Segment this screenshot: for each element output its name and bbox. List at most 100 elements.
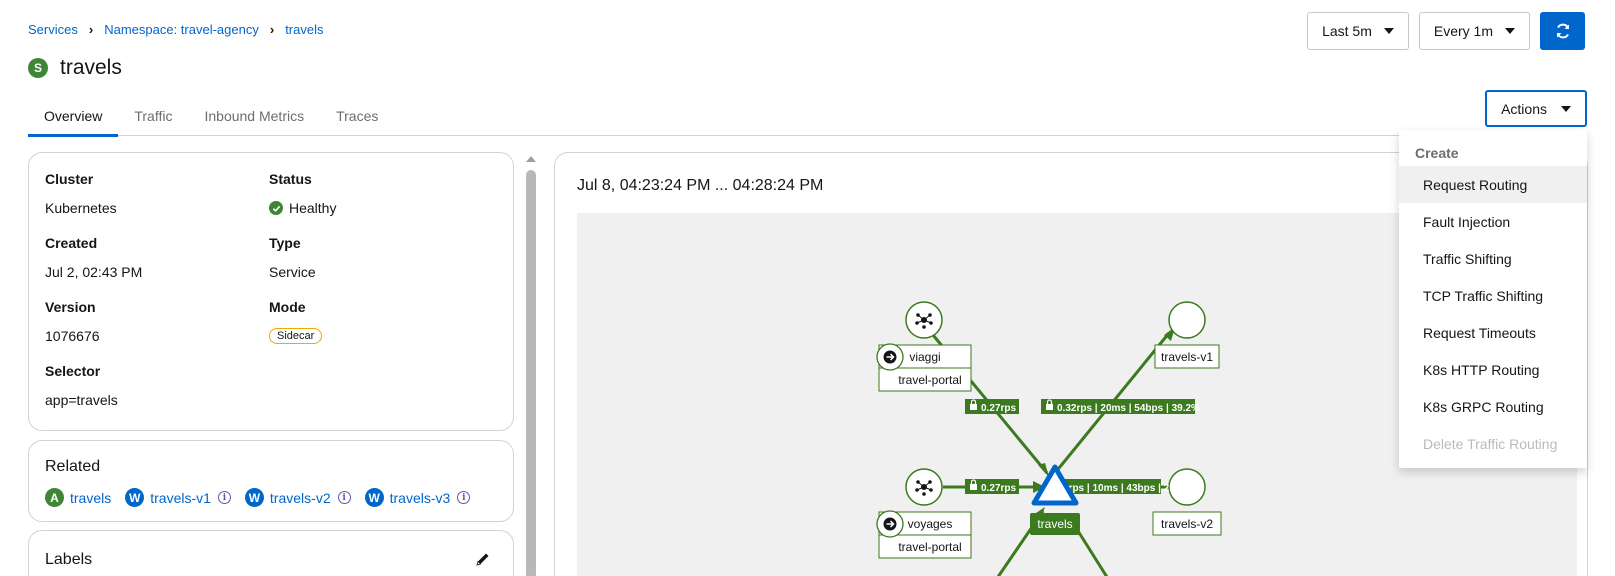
related-workload-travels-v2[interactable]: W travels-v2 i bbox=[244, 488, 351, 507]
edit-labels-button[interactable] bbox=[475, 551, 491, 572]
edge-label-travels-v1[interactable]: 0.32rps | 20ms | 54bps | 39.2% bbox=[1041, 399, 1200, 414]
breadcrumb-namespace-link[interactable]: Namespace: travel-agency bbox=[104, 22, 259, 37]
related-workload-travels-v3[interactable]: W travels-v3 i bbox=[364, 488, 471, 507]
travels-v2-label-box bbox=[1152, 511, 1222, 536]
menu-item-tcp-traffic-shifting[interactable]: TCP Traffic Shifting bbox=[1423, 287, 1544, 304]
workload-badge: W bbox=[244, 488, 264, 507]
travels-node-label-box bbox=[1030, 513, 1080, 535]
pencil-icon bbox=[476, 553, 489, 566]
tab-inbound-metrics[interactable]: Inbound Metrics bbox=[204, 108, 305, 124]
related-card: Related A travels W travels-v1 i W trave… bbox=[28, 440, 514, 522]
refresh-interval-select[interactable]: Every 1m bbox=[1418, 12, 1530, 50]
app-badge: A bbox=[45, 488, 64, 507]
tab-traffic[interactable]: Traffic bbox=[134, 108, 173, 124]
related-workload-travels-v1[interactable]: W travels-v1 i bbox=[125, 488, 231, 507]
type-value: Service bbox=[269, 264, 316, 280]
travels-v2-label: travels-v2 bbox=[1161, 517, 1213, 531]
refresh-button[interactable] bbox=[1540, 12, 1585, 50]
breadcrumb-separator-icon: › bbox=[269, 22, 275, 37]
duration-select-label: Last 5m bbox=[1322, 23, 1372, 39]
menu-item-fault-injection[interactable]: Fault Injection bbox=[1423, 213, 1511, 230]
travels-v1-node[interactable] bbox=[1168, 301, 1206, 339]
service-badge: S bbox=[28, 58, 48, 78]
related-title: Related bbox=[45, 458, 101, 475]
selector-value: app=travels bbox=[45, 392, 118, 408]
svg-text:0.27rps: 0.27rps bbox=[981, 403, 1016, 414]
sidecar-badge: Sidecar bbox=[269, 328, 323, 344]
svg-text:0.32rps | 20ms | 54bps | 39.2%: 0.32rps | 20ms | 54bps | 39.2% bbox=[1057, 403, 1200, 414]
version-field: Version 1076676 bbox=[45, 299, 100, 344]
travels-service-node[interactable] bbox=[1031, 464, 1079, 506]
breadcrumb-services-link[interactable]: Services bbox=[28, 22, 78, 37]
menu-item-k8s-grpc-routing[interactable]: K8s GRPC Routing bbox=[1423, 398, 1544, 415]
edge-label-travels-v2[interactable]: 4rps | 10ms | 43bps | 2 bbox=[1061, 479, 1170, 494]
actions-button-label: Actions bbox=[1501, 100, 1547, 117]
lock-icon bbox=[970, 404, 977, 410]
arrowhead-icon bbox=[1038, 463, 1049, 477]
created-label: Created bbox=[45, 235, 98, 251]
travels-v2-node[interactable] bbox=[1168, 468, 1206, 506]
time-controls: Last 5m Every 1m bbox=[1307, 12, 1585, 50]
status-value: Healthy bbox=[269, 200, 336, 216]
version-value: 1076676 bbox=[45, 328, 100, 344]
related-app-travels[interactable]: A travels bbox=[45, 488, 111, 507]
arrowhead-icon bbox=[1033, 481, 1045, 493]
graph-svg: viaggi travel-portal voyages travel-port… bbox=[876, 301, 1222, 576]
cluster-value: Kubernetes bbox=[45, 200, 117, 216]
refresh-interval-label: Every 1m bbox=[1433, 23, 1493, 39]
actions-button[interactable]: Actions bbox=[1485, 90, 1587, 127]
cluster-field: Cluster Kubernetes bbox=[45, 171, 117, 216]
related-list: A travels W travels-v1 i W travels-v2 i … bbox=[45, 488, 484, 507]
scrollbar-thumb[interactable] bbox=[526, 170, 536, 576]
edge-down-right[interactable] bbox=[1071, 522, 1117, 576]
graph-time-range: Jul 8, 04:23:24 PM ... 04:28:24 PM bbox=[577, 177, 824, 194]
travels-v1-label: travels-v1 bbox=[1161, 350, 1213, 364]
voyages-app-label: travel-portal bbox=[898, 540, 961, 554]
menu-item-request-routing[interactable]: Request Routing bbox=[1399, 166, 1587, 203]
voyages-node-label: voyages bbox=[908, 517, 953, 531]
status-field: Status Healthy bbox=[269, 171, 336, 216]
status-label: Status bbox=[269, 171, 312, 187]
related-link[interactable]: travels-v2 bbox=[269, 489, 331, 506]
selector-label: Selector bbox=[45, 363, 101, 379]
scroll-up-arrow-icon[interactable] bbox=[526, 156, 536, 162]
info-icon[interactable]: i bbox=[337, 491, 351, 504]
menu-item-traffic-shifting[interactable]: Traffic Shifting bbox=[1423, 250, 1512, 267]
mode-label: Mode bbox=[269, 299, 306, 315]
mode-field: Mode Sidecar bbox=[269, 299, 323, 344]
created-field: Created Jul 2, 02:43 PM bbox=[45, 235, 142, 280]
related-link[interactable]: travels bbox=[70, 489, 112, 506]
edge-label-viaggi[interactable]: 0.27rps bbox=[965, 399, 1019, 414]
svg-text:0.27rps: 0.27rps bbox=[981, 483, 1016, 494]
labels-title: Labels bbox=[45, 551, 93, 568]
type-field: Type Service bbox=[269, 235, 316, 280]
status-text: Healthy bbox=[289, 200, 337, 216]
lock-icon bbox=[970, 484, 977, 490]
edge-label-voyages[interactable]: 0.27rps bbox=[965, 479, 1019, 494]
svg-text:4rps | 10ms | 43bps | 2: 4rps | 10ms | 43bps | 2 bbox=[1063, 483, 1170, 494]
viaggi-app-label: travel-portal bbox=[898, 373, 961, 387]
duration-select[interactable]: Last 5m bbox=[1307, 12, 1409, 50]
caret-down-icon bbox=[1561, 105, 1571, 112]
menu-item-request-timeouts[interactable]: Request Timeouts bbox=[1423, 324, 1536, 341]
breadcrumb-service-link[interactable]: travels bbox=[285, 22, 324, 37]
type-label: Type bbox=[269, 235, 301, 251]
tab-overview[interactable]: Overview bbox=[28, 96, 119, 137]
tab-traces[interactable]: Traces bbox=[336, 108, 379, 124]
info-icon[interactable]: i bbox=[217, 491, 231, 504]
dropdown-group-create: Create bbox=[1415, 145, 1459, 161]
caret-down-icon bbox=[1383, 28, 1394, 34]
related-link[interactable]: travels-v3 bbox=[389, 489, 451, 506]
workload-hub-icon bbox=[915, 313, 933, 329]
breadcrumb: Services › Namespace: travel-agency › tr… bbox=[28, 22, 323, 37]
related-link[interactable]: travels-v1 bbox=[150, 489, 211, 506]
workload-hub-icon bbox=[915, 480, 933, 496]
created-value: Jul 2, 02:43 PM bbox=[45, 264, 143, 280]
info-icon[interactable]: i bbox=[457, 491, 471, 504]
menu-item-k8s-http-routing[interactable]: K8s HTTP Routing bbox=[1423, 361, 1540, 378]
actions-dropdown-menu: Create Request Routing Fault Injection T… bbox=[1399, 130, 1587, 468]
workload-badge: W bbox=[364, 488, 384, 507]
travels-node-label: travels bbox=[1037, 517, 1072, 531]
cluster-label: Cluster bbox=[45, 171, 94, 187]
caret-down-icon bbox=[1505, 28, 1515, 34]
